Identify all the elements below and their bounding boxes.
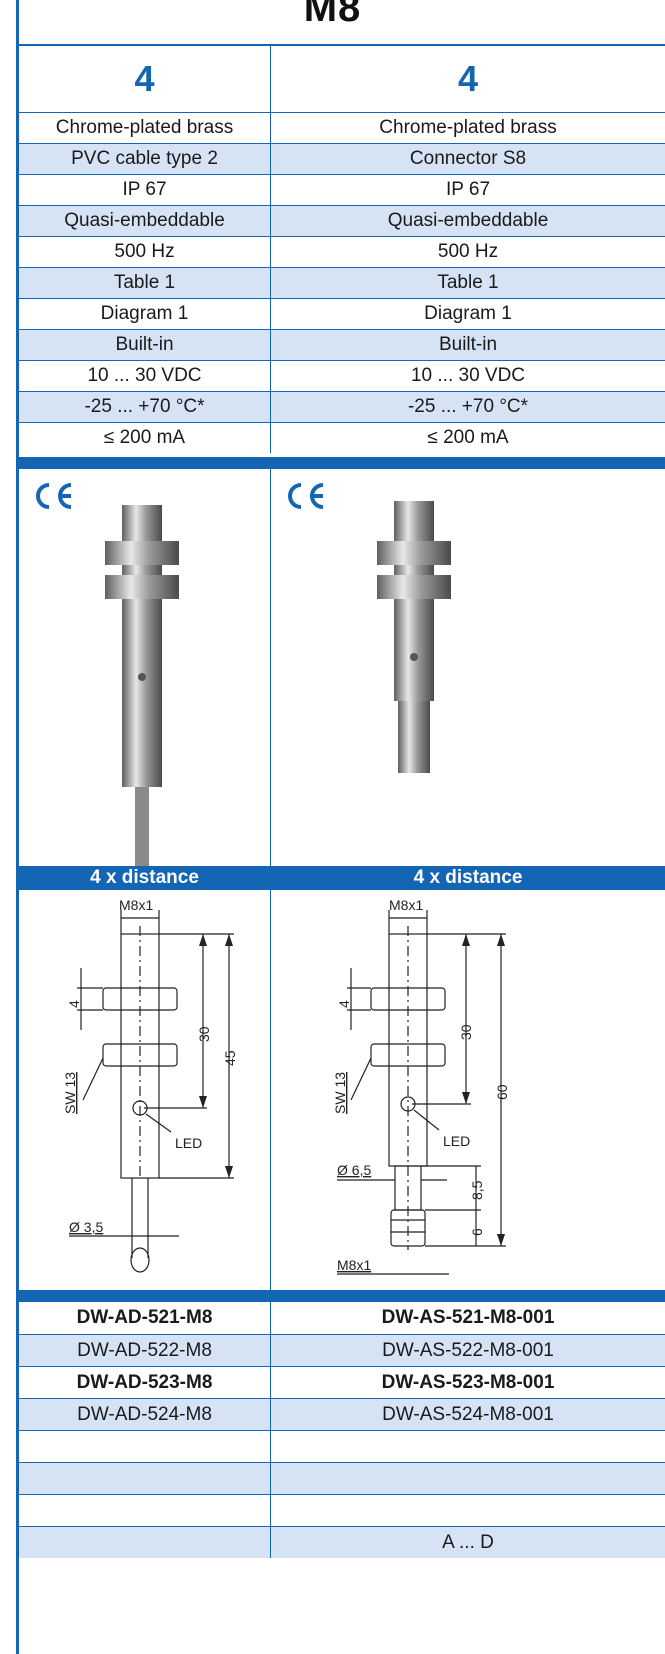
svg-text:45: 45 bbox=[222, 1050, 238, 1066]
spec-row: 500 Hz 500 Hz bbox=[19, 236, 665, 267]
model-row: A ... D bbox=[19, 1526, 665, 1558]
spec-row: -25 ... +70 °C* -25 ... +70 °C* bbox=[19, 391, 665, 422]
product-image-row bbox=[19, 469, 665, 866]
spec-value-right: Diagram 1 bbox=[424, 303, 512, 324]
spec-value-left: PVC cable type 2 bbox=[19, 144, 271, 174]
svg-text:30: 30 bbox=[196, 1026, 212, 1042]
model-row: DW-AD-524-M8 DW-AS-524-M8-001 bbox=[19, 1398, 665, 1430]
spec-value-right: Table 1 bbox=[437, 272, 499, 293]
model-code-left: DW-AD-522-M8 bbox=[19, 1335, 271, 1366]
dimension-drawing-cable: M8x1 4 SW 13 30 45 LED Ø 3,5 bbox=[19, 890, 271, 1290]
sensor-connector-photo bbox=[377, 501, 451, 773]
model-row bbox=[19, 1494, 665, 1526]
section-divider-bottom bbox=[19, 1290, 665, 1302]
product-image-connector bbox=[271, 469, 665, 866]
page-heading: M8 bbox=[303, 0, 362, 30]
spec-value-left: Table 1 bbox=[19, 268, 271, 298]
spec-value-right: 10 ... 30 VDC bbox=[410, 365, 526, 386]
spec-value-right: -25 ... +70 °C* bbox=[407, 396, 529, 417]
model-code-right bbox=[271, 1495, 665, 1526]
model-code-right: DW-AS-523-M8-001 bbox=[381, 1371, 555, 1393]
spec-value-right: Chrome-plated brass bbox=[379, 117, 557, 138]
svg-text:30: 30 bbox=[458, 1024, 474, 1040]
spec-row: IP 67 IP 67 bbox=[19, 174, 665, 205]
model-code-left bbox=[19, 1527, 271, 1558]
svg-text:4: 4 bbox=[66, 1000, 82, 1008]
dimension-drawing-connector: M8x1 4 SW 13 30 60 LED Ø 6,5 8,5 6 M8x1 bbox=[271, 890, 665, 1290]
spec-value-right: 500 Hz bbox=[437, 241, 499, 262]
model-code-right bbox=[271, 1431, 665, 1462]
model-row: DW-AD-523-M8 DW-AS-523-M8-001 bbox=[19, 1366, 665, 1398]
model-code-left: DW-AD-521-M8 bbox=[19, 1302, 271, 1334]
model-row bbox=[19, 1462, 665, 1494]
svg-text:M8x1: M8x1 bbox=[337, 1257, 371, 1273]
model-row bbox=[19, 1430, 665, 1462]
model-code-left: DW-AD-523-M8 bbox=[19, 1367, 271, 1398]
svg-text:SW 13: SW 13 bbox=[332, 1072, 348, 1114]
spec-row: Chrome-plated brass Chrome-plated brass bbox=[19, 112, 665, 143]
spec-value-left: 500 Hz bbox=[19, 237, 271, 267]
spec-row: Quasi-embeddable Quasi-embeddable bbox=[19, 205, 665, 236]
spec-row: 10 ... 30 VDC 10 ... 30 VDC bbox=[19, 360, 665, 391]
left-margin-rule bbox=[16, 0, 19, 1654]
svg-text:4: 4 bbox=[336, 1000, 352, 1008]
model-code-right: DW-AS-521-M8-001 bbox=[381, 1307, 555, 1328]
spec-row: Diagram 1 Diagram 1 bbox=[19, 298, 665, 329]
spec-value-left: Diagram 1 bbox=[19, 299, 271, 329]
ce-mark-icon bbox=[36, 483, 72, 509]
svg-text:6: 6 bbox=[469, 1228, 485, 1236]
svg-text:60: 60 bbox=[494, 1084, 510, 1100]
spec-row: PVC cable type 2 Connector S8 bbox=[19, 143, 665, 174]
spec-value-left: 10 ... 30 VDC bbox=[19, 361, 271, 391]
model-code-left: DW-AD-524-M8 bbox=[19, 1399, 271, 1430]
spec-row: ≤ 200 mA ≤ 200 mA bbox=[19, 422, 665, 453]
svg-text:Ø 6,5: Ø 6,5 bbox=[337, 1162, 371, 1178]
svg-text:SW 13: SW 13 bbox=[62, 1072, 78, 1114]
model-code-right: DW-AS-522-M8-001 bbox=[382, 1339, 554, 1361]
spec-value-left: Built-in bbox=[19, 330, 271, 360]
drawing-cable-svg: M8x1 4 SW 13 30 45 LED Ø 3,5 bbox=[62, 897, 238, 1273]
svg-text:8,5: 8,5 bbox=[469, 1180, 485, 1200]
svg-text:Ø 3,5: Ø 3,5 bbox=[69, 1219, 103, 1235]
spec-row: Table 1 Table 1 bbox=[19, 267, 665, 298]
model-row: DW-AD-522-M8 DW-AS-522-M8-001 bbox=[19, 1334, 665, 1366]
spec-row: Built-in Built-in bbox=[19, 329, 665, 360]
model-code-left bbox=[19, 1463, 271, 1494]
drawing-connector-svg: M8x1 4 SW 13 30 60 LED Ø 6,5 8,5 6 M8x1 bbox=[332, 897, 510, 1275]
svg-text:M8x1: M8x1 bbox=[389, 897, 423, 913]
svg-text:LED: LED bbox=[443, 1133, 470, 1149]
sensor-cable-photo bbox=[105, 505, 179, 866]
spec-value-right: Built-in bbox=[438, 334, 498, 355]
section-divider bbox=[19, 457, 665, 469]
spec-value-left: -25 ... +70 °C* bbox=[19, 392, 271, 422]
spec-value-right: Quasi-embeddable bbox=[387, 210, 549, 231]
svg-text:M8x1: M8x1 bbox=[119, 897, 153, 913]
svg-text:LED: LED bbox=[175, 1135, 202, 1151]
spec-value-left: IP 67 bbox=[19, 175, 271, 205]
model-code-right: DW-AS-524-M8-001 bbox=[382, 1403, 554, 1425]
spec-value-right: IP 67 bbox=[445, 179, 491, 200]
header-number-right: 4 bbox=[457, 58, 479, 99]
header-number-left: 4 bbox=[19, 46, 271, 112]
number-header-row: 4 4 bbox=[19, 44, 665, 112]
spec-value-right: ≤ 200 mA bbox=[427, 427, 509, 448]
spec-value-left: Quasi-embeddable bbox=[19, 206, 271, 236]
spec-value-left: Chrome-plated brass bbox=[19, 113, 271, 143]
dimension-drawing-row: M8x1 4 SW 13 30 45 LED Ø 3,5 bbox=[19, 890, 665, 1290]
distance-label-row: 4 x distance 4 x distance bbox=[19, 866, 665, 890]
model-code-right bbox=[271, 1463, 665, 1494]
model-row: DW-AD-521-M8 DW-AS-521-M8-001 bbox=[19, 1302, 665, 1334]
model-code-right: A ... D bbox=[442, 1531, 494, 1553]
spec-value-left: ≤ 200 mA bbox=[19, 423, 271, 453]
distance-label-left: 4 x distance bbox=[19, 866, 271, 890]
model-code-left bbox=[19, 1431, 271, 1462]
spec-value-right: Connector S8 bbox=[409, 148, 527, 169]
ce-mark-icon bbox=[288, 483, 324, 509]
product-image-cable bbox=[19, 469, 271, 866]
distance-label-right: 4 x distance bbox=[413, 867, 523, 888]
model-code-left bbox=[19, 1495, 271, 1526]
